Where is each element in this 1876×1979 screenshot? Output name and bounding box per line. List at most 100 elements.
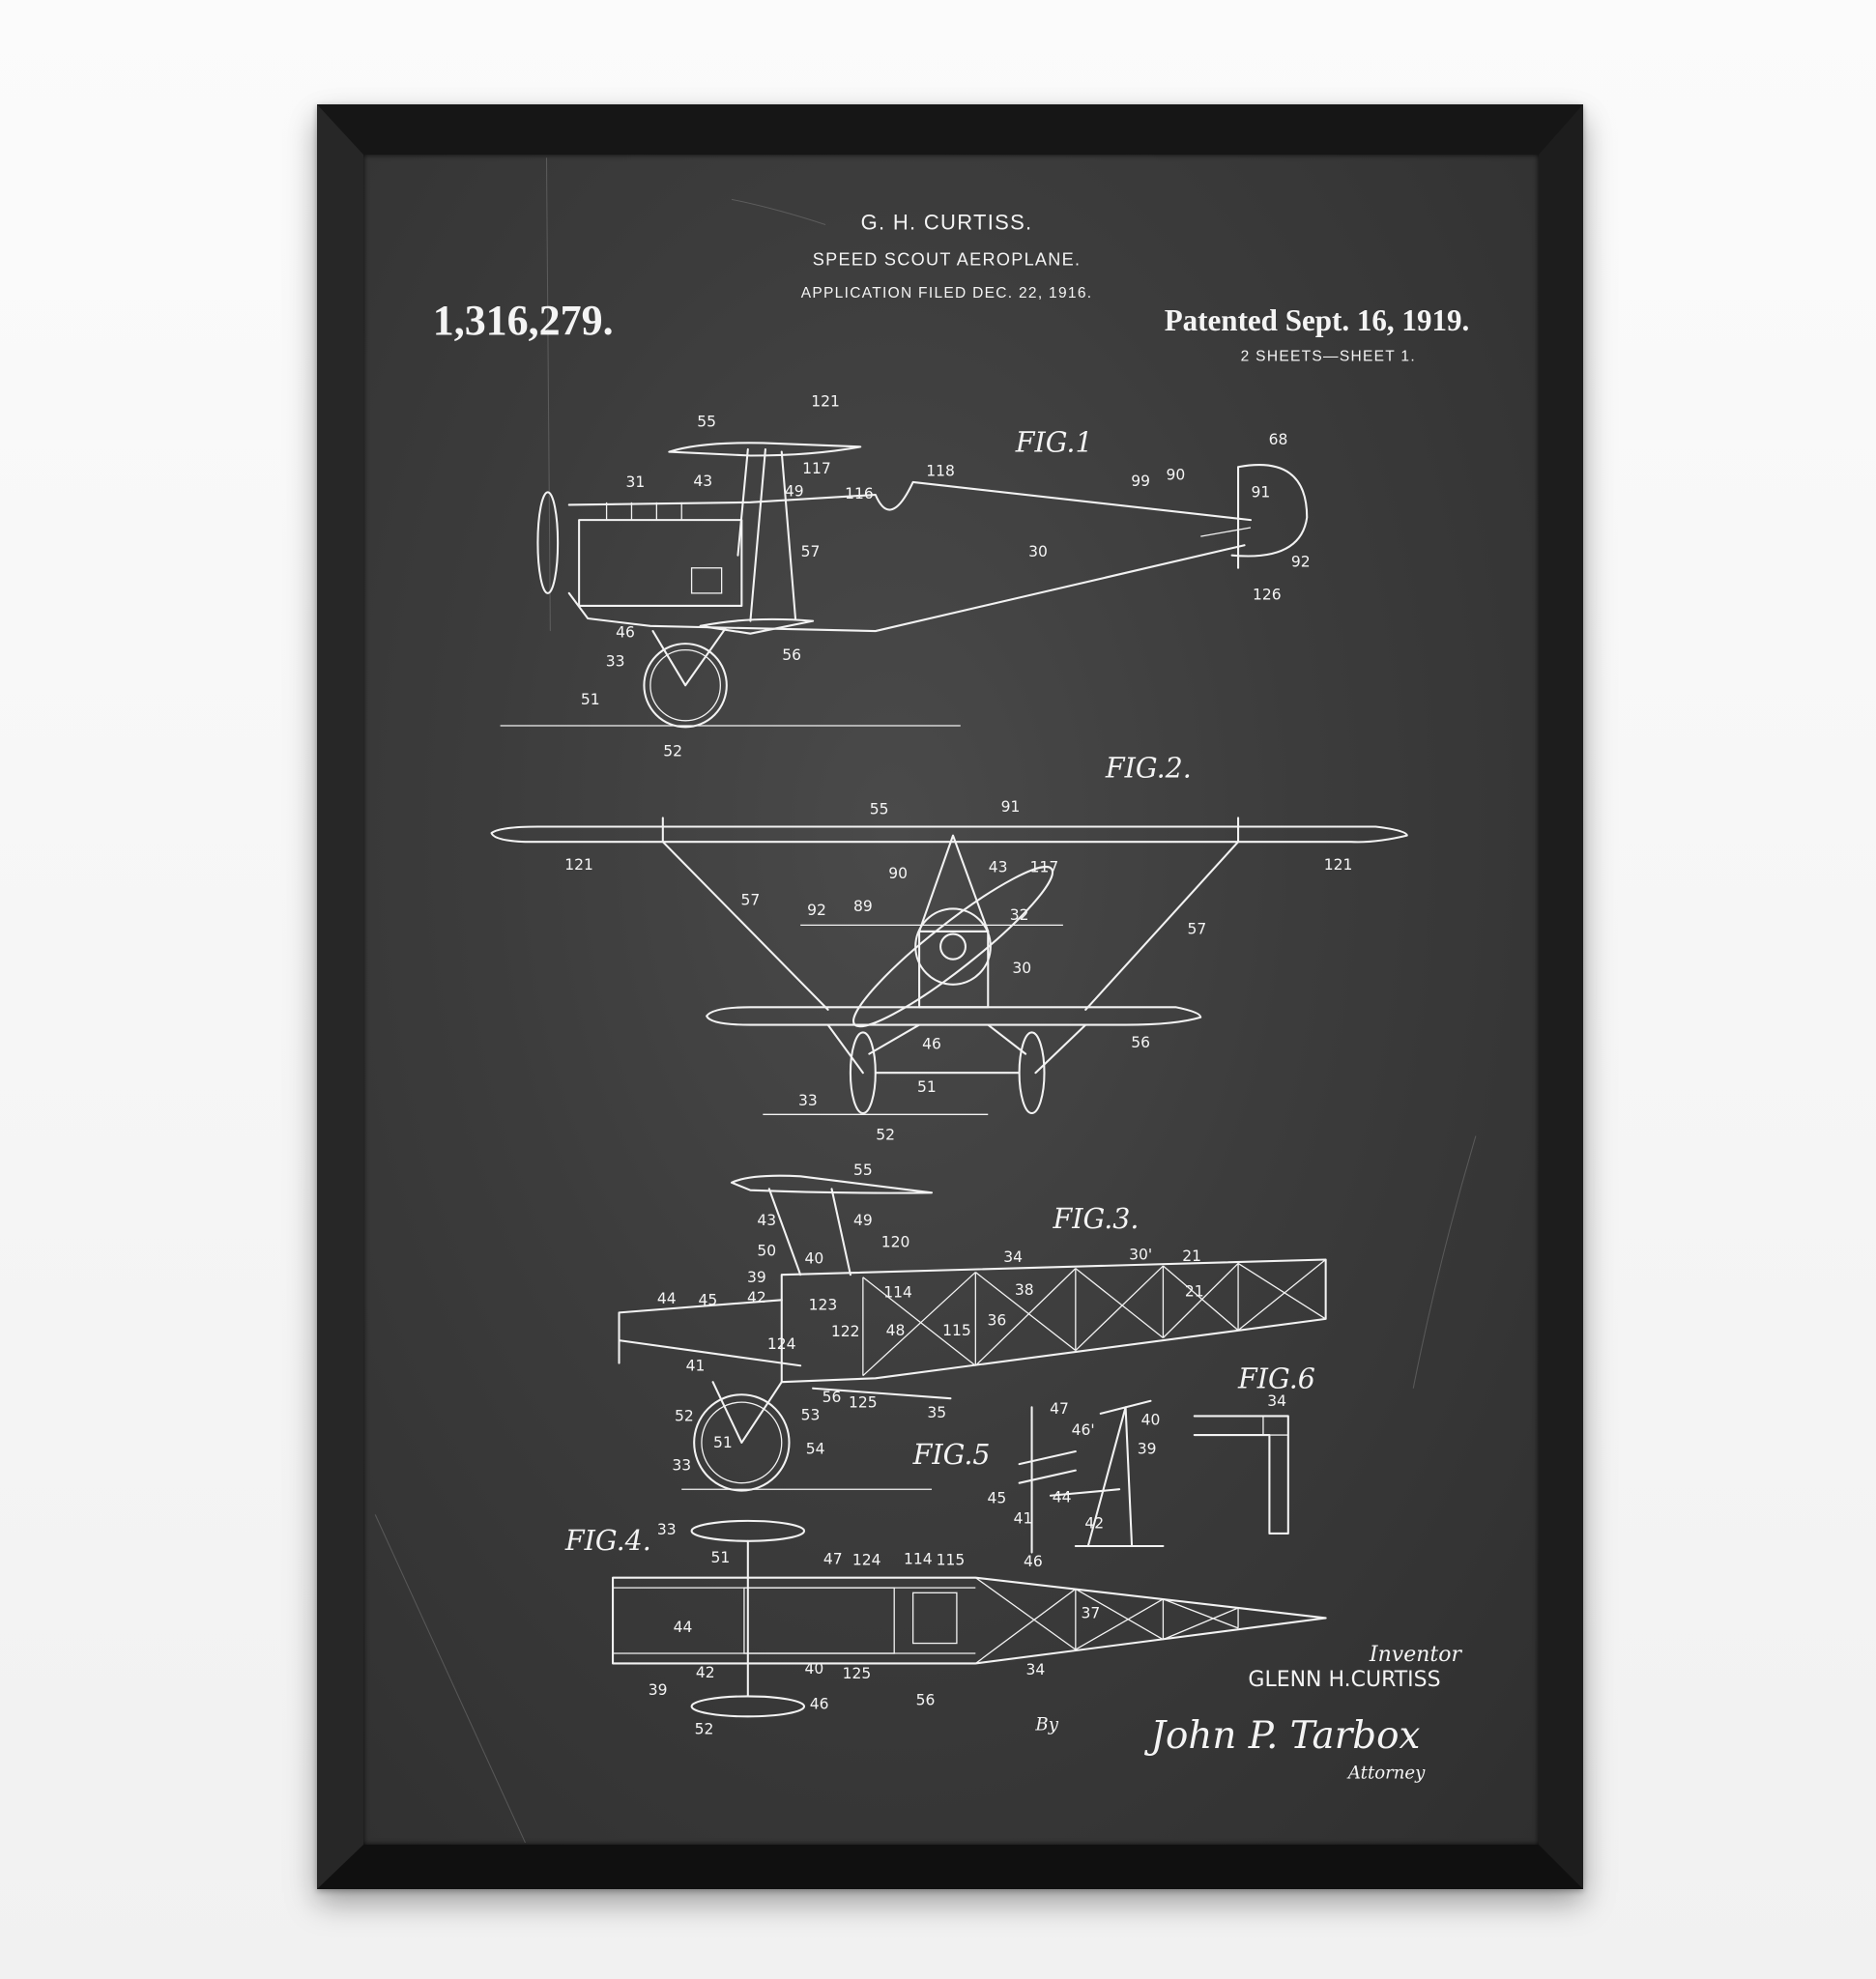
- fig4-part-label: 52: [695, 1721, 714, 1738]
- fig3-part-label: 50: [757, 1243, 776, 1260]
- fig3-title: FIG.3.: [1053, 1202, 1140, 1235]
- fig2-part-label: 92: [807, 902, 826, 919]
- fig2-part-label: 57: [741, 891, 761, 908]
- fig4-part-label: 33: [657, 1521, 677, 1538]
- fig3-part-label: 53: [801, 1406, 821, 1423]
- fig1-part-label: 57: [801, 543, 821, 560]
- fig5-title: FIG.5: [912, 1438, 991, 1471]
- fig2-part-label: 32: [1010, 906, 1029, 924]
- inventor-heading: G. H. CURTISS.: [861, 211, 1033, 235]
- fig1-part-label: 56: [782, 646, 801, 664]
- fig3-part-label: 51: [713, 1434, 733, 1451]
- fig5-detail: [1018, 1399, 1165, 1554]
- fig2-part-label: 121: [1324, 856, 1353, 874]
- fig4-part-label: 51: [710, 1549, 730, 1566]
- fig3-part-label: 125: [849, 1393, 878, 1411]
- fig4-part-label: 46: [810, 1695, 829, 1712]
- fig5-part-label: 47: [1050, 1400, 1069, 1418]
- fig3-part-label: 124: [767, 1335, 796, 1353]
- fig3-part-label: 55: [853, 1162, 873, 1179]
- fig2-part-label: 89: [853, 898, 873, 915]
- fig1-side-view: [500, 442, 1309, 729]
- fig4-title: FIG.4.: [564, 1524, 651, 1557]
- fig6-detail: [1193, 1415, 1289, 1534]
- attorney-label: Attorney: [1346, 1763, 1426, 1783]
- fig4-part-label: 40: [805, 1660, 824, 1678]
- attorney-signature: John P. Tarbox: [1144, 1714, 1421, 1758]
- fig2-part-label: 33: [798, 1092, 818, 1109]
- fig1-part-label: 51: [581, 691, 600, 708]
- application-date: APPLICATION FILED DEC. 22, 1916.: [801, 285, 1093, 301]
- fig4-part-label: 56: [916, 1692, 936, 1709]
- fig4-part-label: 47: [823, 1550, 843, 1567]
- fig3-part-label: 43: [757, 1212, 776, 1229]
- fig3-part-label: 36: [987, 1311, 1006, 1329]
- fig5-part-label: 39: [1138, 1441, 1157, 1458]
- fig6-part-label: 34: [1267, 1392, 1286, 1410]
- fig2-part-label: 43: [989, 858, 1008, 875]
- inventor-label: Inventor: [1369, 1642, 1462, 1667]
- patent-number: 1,316,279.: [433, 297, 614, 344]
- fig1-part-label: 121: [811, 393, 840, 411]
- fig3-part-label: 40: [805, 1249, 824, 1267]
- fig4-part-label: 44: [674, 1619, 693, 1636]
- patent-header: G. H. CURTISS. SPEED SCOUT AEROPLANE. AP…: [433, 211, 1470, 365]
- patent-title: SPEED SCOUT AEROPLANE.: [813, 249, 1082, 269]
- fig5-part-label: 46: [1024, 1553, 1043, 1570]
- fig3-part-label: 54: [806, 1441, 825, 1458]
- fig3-part-label: 41: [686, 1357, 706, 1374]
- fig5-part-label: 45: [987, 1490, 1006, 1507]
- patented-date: Patented Sept. 16, 1919.: [1165, 303, 1470, 337]
- fig3-part-label: 52: [675, 1408, 694, 1425]
- fig3-part-label: 45: [699, 1291, 718, 1308]
- fig4-part-label: 124: [852, 1552, 881, 1569]
- fig2-front-view: [490, 817, 1408, 1115]
- sheets-info: 2 SHEETS—SHEET 1.: [1241, 348, 1416, 364]
- fig4-part-label: 34: [1026, 1661, 1046, 1678]
- fig2-part-label: 56: [1131, 1034, 1150, 1051]
- fig3-part-label: 21: [1185, 1282, 1204, 1300]
- fig3-part-label: 35: [927, 1404, 946, 1421]
- fig5-part-label: 41: [1014, 1509, 1033, 1527]
- fig5-part-label: 42: [1084, 1515, 1104, 1533]
- fig1-part-label: 68: [1269, 431, 1288, 448]
- fig4-part-label: 42: [696, 1664, 715, 1681]
- fig4-part-label: 115: [937, 1552, 966, 1569]
- fig3-part-label: 21: [1182, 1248, 1201, 1265]
- fig2-title: FIG.2.: [1105, 751, 1192, 784]
- fig3-part-label: 48: [886, 1322, 906, 1339]
- by-label: By: [1034, 1715, 1058, 1735]
- fig5-part-label: 40: [1141, 1412, 1161, 1429]
- fig1-part-label: 33: [606, 653, 625, 671]
- fig1-part-label: 117: [802, 460, 831, 477]
- fig4-part-label: 39: [649, 1681, 668, 1699]
- fig3-part-label: 114: [883, 1284, 912, 1302]
- fig1-part-label: 43: [693, 473, 712, 490]
- fig3-part-label: 34: [1003, 1248, 1023, 1266]
- fig4-top-view: [612, 1519, 1327, 1718]
- fig1-part-label: 126: [1253, 586, 1282, 603]
- fig3-part-label: 120: [881, 1233, 910, 1250]
- fig1-part-label: 118: [926, 462, 955, 479]
- fig1-part-label: 52: [663, 742, 682, 760]
- fig3-part-label: 44: [657, 1290, 677, 1307]
- fig1-part-label: 31: [625, 473, 645, 491]
- fig4-part-label: 114: [904, 1550, 933, 1567]
- fig1-part-label: 91: [1251, 484, 1270, 502]
- fig3-part-label: 33: [672, 1457, 691, 1475]
- fig1-part-label: 92: [1291, 553, 1311, 570]
- signature-block: Inventor GLENN H.CURTISS By John P. Tarb…: [1034, 1642, 1462, 1784]
- chalkboard-print: [363, 155, 1539, 1845]
- fig2-part-label: 55: [870, 800, 889, 817]
- fig2-part-label: 30: [1012, 960, 1031, 977]
- fig1-part-label: 90: [1166, 466, 1185, 483]
- fig3-part-label: 123: [809, 1297, 838, 1314]
- fig3-part-label: 56: [823, 1389, 842, 1406]
- fig2-part-label: 57: [1187, 920, 1206, 937]
- fig1-title: FIG.1: [1015, 425, 1093, 458]
- fig2-part-label: 91: [1001, 798, 1021, 816]
- fig3-part-label: 49: [853, 1212, 873, 1229]
